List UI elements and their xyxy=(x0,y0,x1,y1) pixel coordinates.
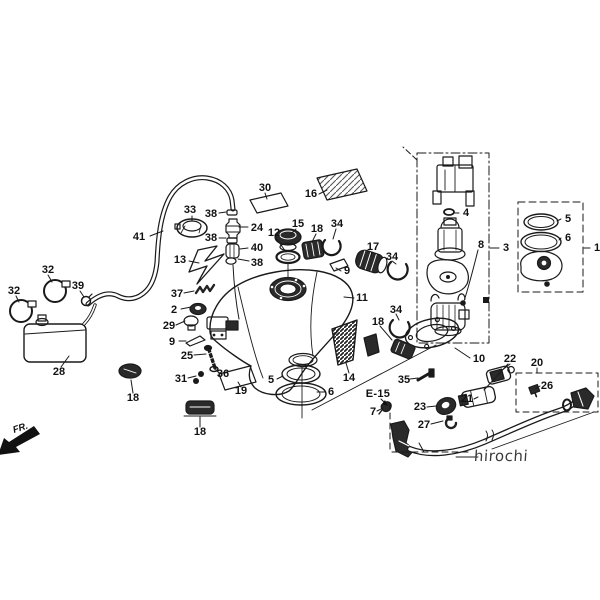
canister-28 xyxy=(23,303,97,363)
mount-18-front xyxy=(118,363,142,379)
gasket-9-center xyxy=(329,258,349,272)
part-label-38: 38 xyxy=(250,257,264,269)
part-label-25: 25 xyxy=(180,350,194,362)
bolt-35 xyxy=(416,368,435,382)
part-label-34: 34 xyxy=(330,218,344,230)
hose-assembly-20 xyxy=(390,387,595,458)
part-label-E-15: E-15 xyxy=(365,388,391,400)
clamp-34-top xyxy=(321,238,342,257)
part-label-35: 35 xyxy=(397,374,411,386)
part-label-5: 5 xyxy=(267,374,275,386)
rear-mount-14 xyxy=(331,319,380,366)
fr-direction-arrow: FR. xyxy=(0,421,40,455)
joint-17 xyxy=(355,249,388,274)
part-label-32: 32 xyxy=(7,285,21,297)
clamp-27 xyxy=(444,415,458,430)
part-label-34: 34 xyxy=(385,251,399,263)
grommet-2 xyxy=(189,302,207,316)
part-label-6: 6 xyxy=(564,232,572,244)
part-label-2: 2 xyxy=(170,304,178,316)
part-label-9: 9 xyxy=(343,265,351,277)
clip-26 xyxy=(528,383,541,398)
pump-set-box-1 xyxy=(517,201,584,293)
part-label-33: 33 xyxy=(183,204,197,216)
hose-set-box-20 xyxy=(389,372,599,458)
part-label-34: 34 xyxy=(389,304,403,316)
part-label-39: 39 xyxy=(71,280,85,292)
part-label-10: 10 xyxy=(472,353,486,365)
plate-9-left xyxy=(185,335,206,347)
part-label-15: 15 xyxy=(291,218,305,230)
part-label-37: 37 xyxy=(170,288,184,300)
part-label-16: 16 xyxy=(304,188,318,200)
part-label-38: 38 xyxy=(204,232,218,244)
part-label-9: 9 xyxy=(168,336,176,348)
band-clamp-32b xyxy=(9,299,37,323)
leader-lines xyxy=(15,189,591,428)
mount-18-lower xyxy=(390,338,416,360)
part-label-5: 5 xyxy=(564,213,572,225)
fr-label: FR. xyxy=(12,421,30,436)
grommet-23 xyxy=(435,397,457,415)
part-label-14: 14 xyxy=(342,372,356,384)
part-label-18: 18 xyxy=(193,426,207,438)
part-label-36: 36 xyxy=(216,368,230,380)
band-clamp-32a xyxy=(43,279,71,303)
part-label-4: 4 xyxy=(462,207,470,219)
part-label-6: 6 xyxy=(327,386,335,398)
part-label-30: 30 xyxy=(258,182,272,194)
spring-37 xyxy=(194,283,216,295)
connector-21 xyxy=(457,385,497,408)
part-label-28: 28 xyxy=(52,366,66,378)
o-ring-6-bottom xyxy=(275,382,327,406)
part-label-3: 3 xyxy=(502,242,510,254)
watermark-text: hirochi xyxy=(473,447,529,465)
clamp-39 xyxy=(80,293,93,307)
fuel-tank-11 xyxy=(206,269,354,419)
part-label-41: 41 xyxy=(132,231,146,243)
part-label-20: 20 xyxy=(530,357,544,369)
pad-19 xyxy=(218,365,257,391)
part-label-8: 8 xyxy=(477,239,485,251)
part-label-12: 12 xyxy=(267,227,281,239)
part-label-11: 11 xyxy=(356,292,368,304)
part-label-24: 24 xyxy=(250,222,264,234)
valve-chain xyxy=(225,209,241,265)
clamp-34-lower xyxy=(388,318,411,339)
clamp-34-right xyxy=(386,260,409,281)
part-label-38: 38 xyxy=(204,208,218,220)
part-label-26: 26 xyxy=(540,380,554,392)
washers-31 xyxy=(193,371,204,384)
fuel-hose-41 xyxy=(85,175,240,320)
cushion-pad-16 xyxy=(316,168,368,201)
part-label-1: 1 xyxy=(593,242,600,254)
part-label-19: 19 xyxy=(234,385,248,397)
part-label-7: 7 xyxy=(369,406,377,418)
mount-18-bottom xyxy=(183,400,217,417)
washer-36 xyxy=(209,365,219,373)
part-label-21: 21 xyxy=(460,393,474,405)
bolt-25 xyxy=(203,344,218,370)
part-label-29: 29 xyxy=(162,320,176,332)
part-label-27: 27 xyxy=(417,419,431,431)
part-label-32: 32 xyxy=(41,264,55,276)
part-label-18: 18 xyxy=(126,392,140,404)
part-label-40: 40 xyxy=(250,242,264,254)
part-label-18: 18 xyxy=(371,316,385,328)
part-label-22: 22 xyxy=(503,353,517,365)
seal-sheet-30 xyxy=(249,192,289,214)
part-label-23: 23 xyxy=(413,401,427,413)
fuel-pump-box-3 xyxy=(402,146,490,344)
breather-tube-13 xyxy=(188,245,225,285)
part-label-31: 31 xyxy=(174,373,188,385)
part-label-17: 17 xyxy=(366,241,380,253)
flange-plate-10 xyxy=(311,316,460,411)
part-label-13: 13 xyxy=(173,254,187,266)
part-label-18: 18 xyxy=(310,223,324,235)
